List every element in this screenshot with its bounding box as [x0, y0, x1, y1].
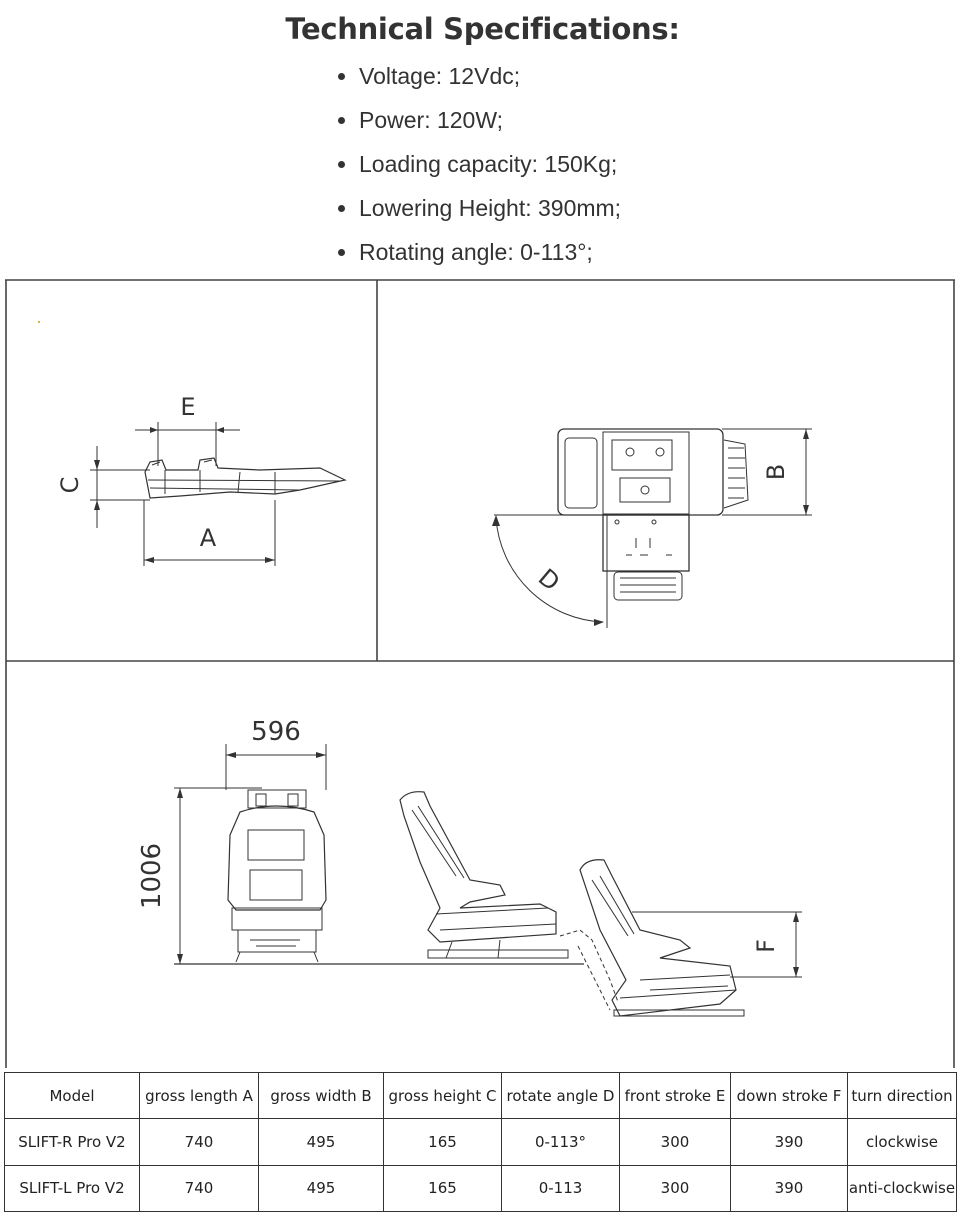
side-view-diagram: E C A	[38, 321, 347, 566]
top-view-diagram: B D	[492, 428, 812, 628]
label-b: B	[762, 464, 790, 480]
dim-height-label: 1006	[137, 843, 167, 909]
table-cell: 0-113	[501, 1164, 620, 1213]
spec-item-power: Power: 120W;	[338, 102, 621, 146]
table-cell: 740	[139, 1164, 259, 1213]
table-cell: 740	[139, 1118, 259, 1166]
table-cell: 0-113°	[501, 1118, 620, 1166]
page-title: Technical Specifications:	[285, 12, 680, 46]
table-header-cell: gross length A	[139, 1071, 259, 1120]
table-cell: 390	[730, 1164, 848, 1213]
table-header-cell: gross width B	[258, 1071, 384, 1120]
table-cell: 495	[258, 1118, 384, 1166]
spec-list: Voltage: 12Vdc; Power: 120W; Loading cap…	[338, 58, 621, 278]
table-cell: 300	[619, 1164, 731, 1213]
spec-table: Model gross length A gross width B gross…	[4, 1071, 957, 1213]
table-header-row: Model gross length A gross width B gross…	[4, 1071, 957, 1120]
table-header-cell: gross height C	[383, 1071, 502, 1120]
spec-item-loading-capacity: Loading capacity: 150Kg;	[338, 146, 621, 190]
spec-item-lowering-height: Lowering Height: 390mm;	[338, 190, 621, 234]
table-cell: anti-clockwise	[847, 1164, 957, 1213]
table-header-cell: Model	[4, 1071, 140, 1120]
label-a: A	[200, 524, 217, 552]
spec-item-voltage: Voltage: 12Vdc;	[338, 58, 621, 102]
side-view-seat	[399, 791, 619, 1011]
table-cell: 495	[258, 1164, 384, 1213]
table-header-cell: down stroke F	[730, 1071, 848, 1120]
label-f: F	[752, 939, 780, 953]
label-d: D	[533, 563, 565, 596]
lowered-seat: F	[579, 859, 802, 1017]
label-e: E	[180, 393, 195, 421]
spec-item-rotating-angle: Rotating angle: 0-113°;	[338, 234, 621, 278]
table-cell: SLIFT-R Pro V2	[4, 1118, 140, 1166]
front-view-seat: 596 1006	[137, 717, 584, 965]
table-cell: SLIFT-L Pro V2	[4, 1164, 140, 1213]
table-cell: 165	[383, 1164, 502, 1213]
dim-width-label: 596	[251, 717, 301, 747]
label-c: C	[56, 477, 84, 494]
table-row: SLIFT-L Pro V2 740 495 165 0-113 300 390…	[4, 1164, 957, 1213]
table-header-cell: rotate angle D	[501, 1071, 620, 1120]
table-row: SLIFT-R Pro V2 740 495 165 0-113° 300 39…	[4, 1118, 957, 1166]
table-cell: clockwise	[847, 1118, 957, 1166]
table-cell: 300	[619, 1118, 731, 1166]
table-header-cell: front stroke E	[619, 1071, 731, 1120]
table-header-cell: turn direction	[847, 1071, 957, 1120]
technical-drawing: E C A B	[5, 279, 955, 1068]
table-cell: 165	[383, 1118, 502, 1166]
drawing-frame	[5, 279, 955, 1068]
table-cell: 390	[730, 1118, 848, 1166]
